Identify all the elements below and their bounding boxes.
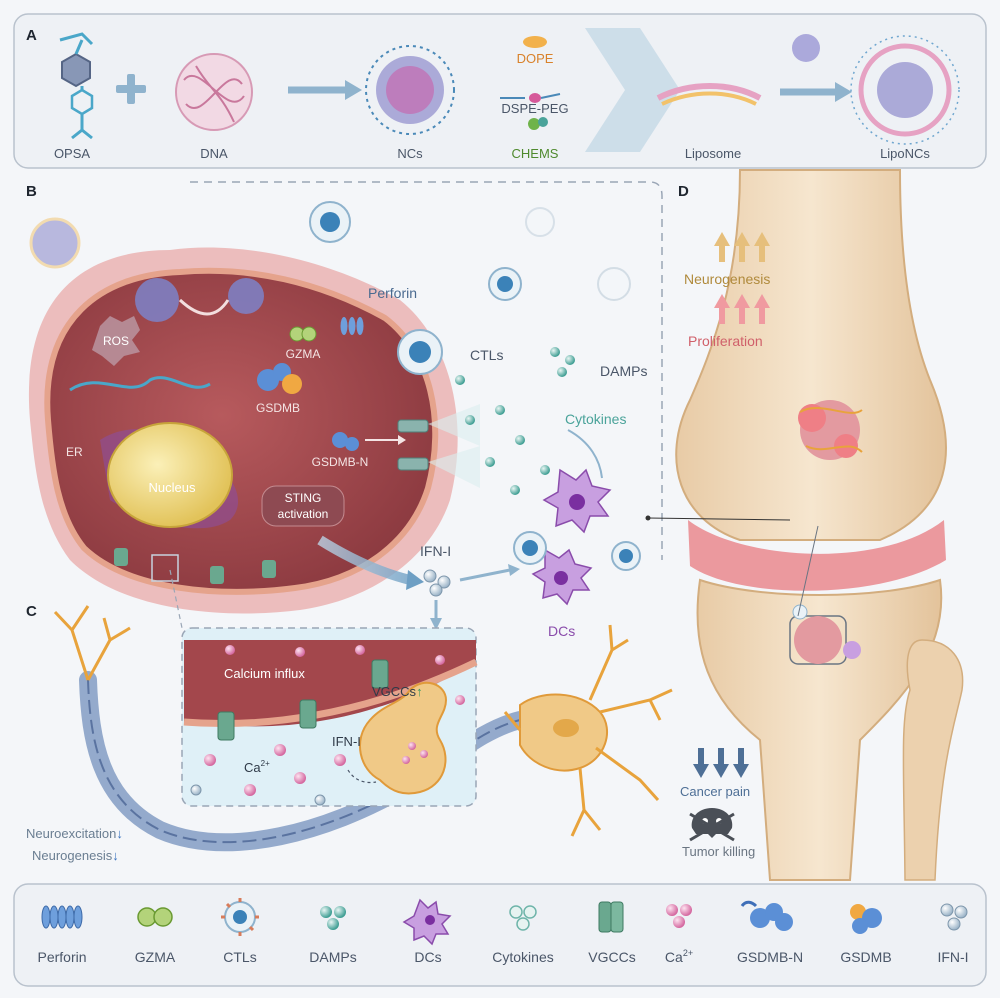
- legend-label-ca: Ca2+: [665, 948, 693, 965]
- ca-label: Ca2+: [244, 759, 270, 775]
- panel-a-letter: A: [26, 27, 37, 44]
- legend-label-vgccs: VGCCs: [588, 949, 635, 965]
- legend-dc-icon: [402, 898, 452, 946]
- legend-gsdmb-n-icon: [740, 900, 793, 931]
- tumor-cell: [44, 267, 439, 595]
- legend-label-cytokines: Cytokines: [492, 949, 553, 965]
- legend-gzma-icon: [137, 907, 173, 927]
- legend-label-gsdmb-n: GSDMB-N: [737, 949, 803, 965]
- legend-label-gzma: GZMA: [135, 949, 176, 965]
- ros-label: ROS: [103, 334, 129, 348]
- legend-cytokines-icon: [509, 905, 537, 931]
- legend-label-gsdmb: GSDMB: [840, 949, 891, 965]
- dna-ball: [175, 53, 253, 131]
- perforin-icon-b: [340, 317, 364, 335]
- legend-ifn-icon: [940, 903, 968, 931]
- nc-in-cell: [135, 278, 179, 322]
- panel-c: C: [26, 569, 673, 863]
- calcium-influx-label: Calcium influx: [224, 666, 305, 681]
- dspe-peg-label: DSPE-PEG: [501, 101, 568, 116]
- legend-label-dcs: DCs: [414, 949, 441, 965]
- dna-label: DNA: [200, 146, 228, 161]
- legend-label-ctls: CTLs: [223, 949, 256, 965]
- legend-vgccs-icon: [598, 901, 624, 933]
- panel-c-letter: C: [26, 603, 37, 620]
- panel-b: B ROS GZMA GSDMB GSDMB-N: [26, 181, 663, 639]
- gzma-label: GZMA: [286, 347, 321, 361]
- ifn-label-b: IFN-I: [420, 543, 451, 559]
- opsa-molecule: [59, 32, 94, 140]
- opsa-label: OPSA: [54, 146, 90, 161]
- legend-ctl-icon: [221, 898, 259, 936]
- damps-label: DAMPs: [600, 363, 647, 379]
- tumor-killing-label: Tumor killing: [682, 844, 755, 859]
- sting-badge: [261, 485, 345, 527]
- panel-d-letter: D: [678, 183, 689, 200]
- proliferation-label-d: Proliferation: [688, 333, 763, 349]
- neuroexcitation-label: Neuroexcitation↓: [26, 826, 123, 841]
- legend-label-damps: DAMPs: [309, 949, 356, 965]
- gsdmb-label: GSDMB: [256, 401, 300, 415]
- dcs-label: DCs: [548, 623, 575, 639]
- legend-label-perforin: Perforin: [37, 949, 86, 965]
- legend: Perforin GZMA CTLs DAMPs DCs: [13, 883, 987, 987]
- gsdmb-n-label: GSDMB-N: [312, 455, 369, 469]
- legend-label-ifn: IFN-I: [937, 949, 968, 965]
- neuron-body: [503, 624, 673, 837]
- panel-d: D Neurogenesis: [645, 169, 964, 881]
- sting-label-1: STING: [285, 491, 322, 505]
- cancer-pain-down-arrows: [693, 748, 749, 778]
- tumor-top: [798, 400, 863, 460]
- ncs-particle: [365, 45, 455, 135]
- cancer-pain-label: Cancer pain: [680, 784, 750, 799]
- ncs-small-icon: [792, 34, 820, 62]
- tumor-bottom: [789, 604, 861, 665]
- plus-icon: [116, 74, 146, 104]
- panel-b-letter: B: [26, 183, 37, 200]
- nucleus: [107, 422, 233, 528]
- ifn-label-c: IFN-I: [332, 734, 361, 749]
- neurogenesis-label-c: Neurogenesis↓: [32, 848, 119, 863]
- legend-damps-icon: [320, 906, 346, 930]
- chems-label: CHEMS: [512, 146, 559, 161]
- dc-cells: [531, 468, 612, 606]
- vgccs-label-c: VGCCs↑: [372, 684, 423, 699]
- liposome-label: Liposome: [685, 146, 741, 161]
- nucleus-label: Nucleus: [149, 480, 196, 495]
- legend-perforin-icon: [41, 905, 83, 929]
- liponcs-particle: [850, 35, 960, 145]
- er-label: ER: [66, 445, 83, 459]
- liposome-layer: [656, 83, 762, 106]
- ncs-label: NCs: [397, 146, 423, 161]
- panel-a: A OPSA DNA NCs: [13, 13, 987, 169]
- dope-label: DOPE: [517, 51, 554, 66]
- legend-gsdmb-icon: [850, 904, 882, 934]
- ctls-label: CTLs: [470, 347, 503, 363]
- chevron-arrow: [585, 28, 680, 152]
- femur: [675, 169, 947, 541]
- liponcs-label: LipoNCs: [880, 146, 930, 161]
- neurogenesis-label-d: Neurogenesis: [684, 271, 770, 287]
- perforin-label: Perforin: [368, 285, 417, 301]
- gsdmb-cluster: [257, 363, 302, 394]
- cytokines-label: Cytokines: [565, 411, 626, 427]
- ros-burst: [92, 316, 140, 366]
- ctl-cell-top: [309, 201, 351, 243]
- ctl-cell-main: [397, 329, 443, 375]
- damps-particles: [455, 347, 575, 495]
- calcium-ions: [190, 645, 465, 806]
- lipid-icons: [500, 36, 561, 130]
- skull-icon: [689, 808, 735, 842]
- proliferation-up-arrows: [714, 294, 770, 324]
- sting-label-2: activation: [278, 507, 329, 521]
- neurogenesis-up-arrows: [714, 232, 770, 262]
- legend-ca-icon: [666, 904, 692, 928]
